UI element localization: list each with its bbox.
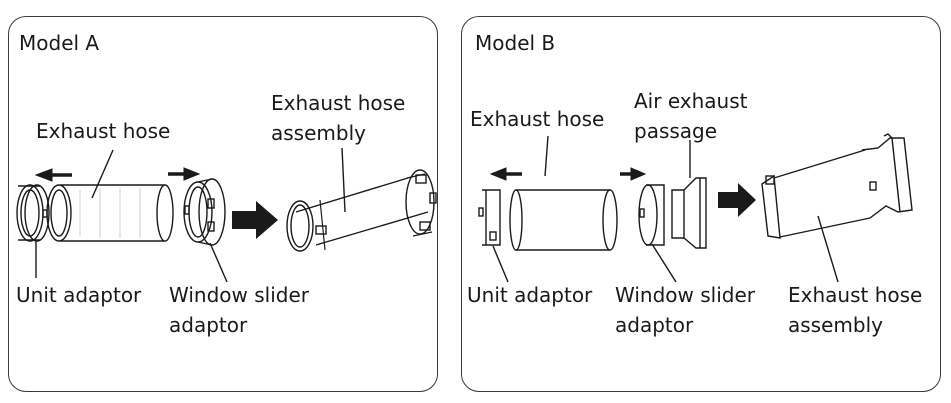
model-b-big-arrow-icon xyxy=(718,183,756,217)
model-b-exhaust-hose-label: Exhaust hose xyxy=(470,107,605,131)
model-b-window-slider-line-1: Window slider xyxy=(615,283,755,307)
model-b-title: Model B xyxy=(475,31,556,55)
model-b-exhaust-hose-assembly-line-2: assembly xyxy=(788,313,883,337)
model-b-window-slider-adaptor-part xyxy=(638,184,665,246)
model-b-window-slider-adaptor-label: Window slider adaptor xyxy=(615,280,755,340)
model-a-exhaust-hose-assembly-part xyxy=(286,169,437,252)
model-a-window-slider-line-1: Window slider xyxy=(169,283,309,307)
model-a-right-arrow-icon xyxy=(168,167,201,181)
model-a-exhaust-hose-part xyxy=(46,184,174,242)
model-a-exhaust-hose-assembly-line-1: Exhaust hose xyxy=(271,91,406,115)
model-a-big-arrow-icon xyxy=(232,201,278,239)
air-exhaust-passage-line-2: passage xyxy=(634,119,718,143)
model-a-left-arrow-icon xyxy=(34,168,72,182)
model-a-exhaust-hose-assembly-line-2: assembly xyxy=(271,121,366,145)
model-a-unit-adaptor-part xyxy=(16,184,50,242)
model-b-window-slider-line-2: adaptor xyxy=(615,313,694,337)
air-exhaust-passage-label: Air exhaust passage xyxy=(634,86,747,146)
model-b-right-arrow-icon xyxy=(620,167,647,181)
model-a-exhaust-hose-assembly-label: Exhaust hose assembly xyxy=(271,88,405,148)
model-a-unit-adaptor-label: Unit adaptor xyxy=(16,283,142,307)
air-exhaust-passage-line-1: Air exhaust xyxy=(634,89,748,113)
model-b-unit-adaptor-part xyxy=(478,189,501,246)
model-b-exhaust-hose-assembly-line-1: Exhaust hose xyxy=(788,283,923,307)
model-a-panel xyxy=(8,16,438,392)
model-b-panel xyxy=(461,16,941,392)
model-a-window-slider-adaptor-label: Window slider adaptor xyxy=(169,280,309,340)
model-b-left-arrow-icon xyxy=(489,167,522,181)
model-a-window-slider-adaptor-part xyxy=(183,178,226,246)
model-a-exhaust-hose-label: Exhaust hose xyxy=(36,119,171,143)
air-exhaust-passage-part xyxy=(671,177,707,249)
model-b-exhaust-hose-part xyxy=(509,189,618,251)
model-a-title: Model A xyxy=(19,31,100,55)
model-b-unit-adaptor-label: Unit adaptor xyxy=(467,283,593,307)
model-a-window-slider-line-2: adaptor xyxy=(169,313,248,337)
model-b-exhaust-hose-assembly-label: Exhaust hose assembly xyxy=(788,280,922,340)
model-b-exhaust-hose-assembly-part xyxy=(761,133,913,239)
